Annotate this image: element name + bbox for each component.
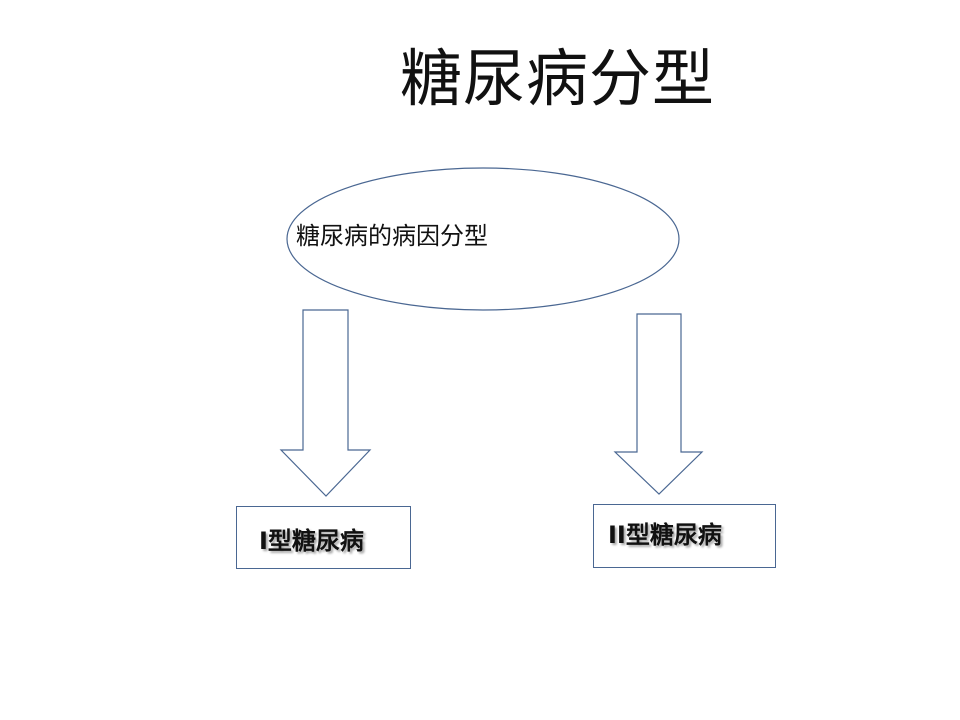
slide-title: 糖尿病分型 (400, 42, 716, 115)
root-label: 糖尿病的病因分型 (296, 222, 488, 250)
arrow-left (279, 309, 372, 497)
root-ellipse (286, 167, 680, 311)
type-1-box: I型糖尿病 (236, 506, 411, 569)
type-1-label: I型糖尿病 (259, 527, 364, 555)
arrow-right (613, 313, 704, 495)
type-2-label: II型糖尿病 (608, 521, 722, 549)
type-2-box: II型糖尿病 (593, 504, 776, 568)
